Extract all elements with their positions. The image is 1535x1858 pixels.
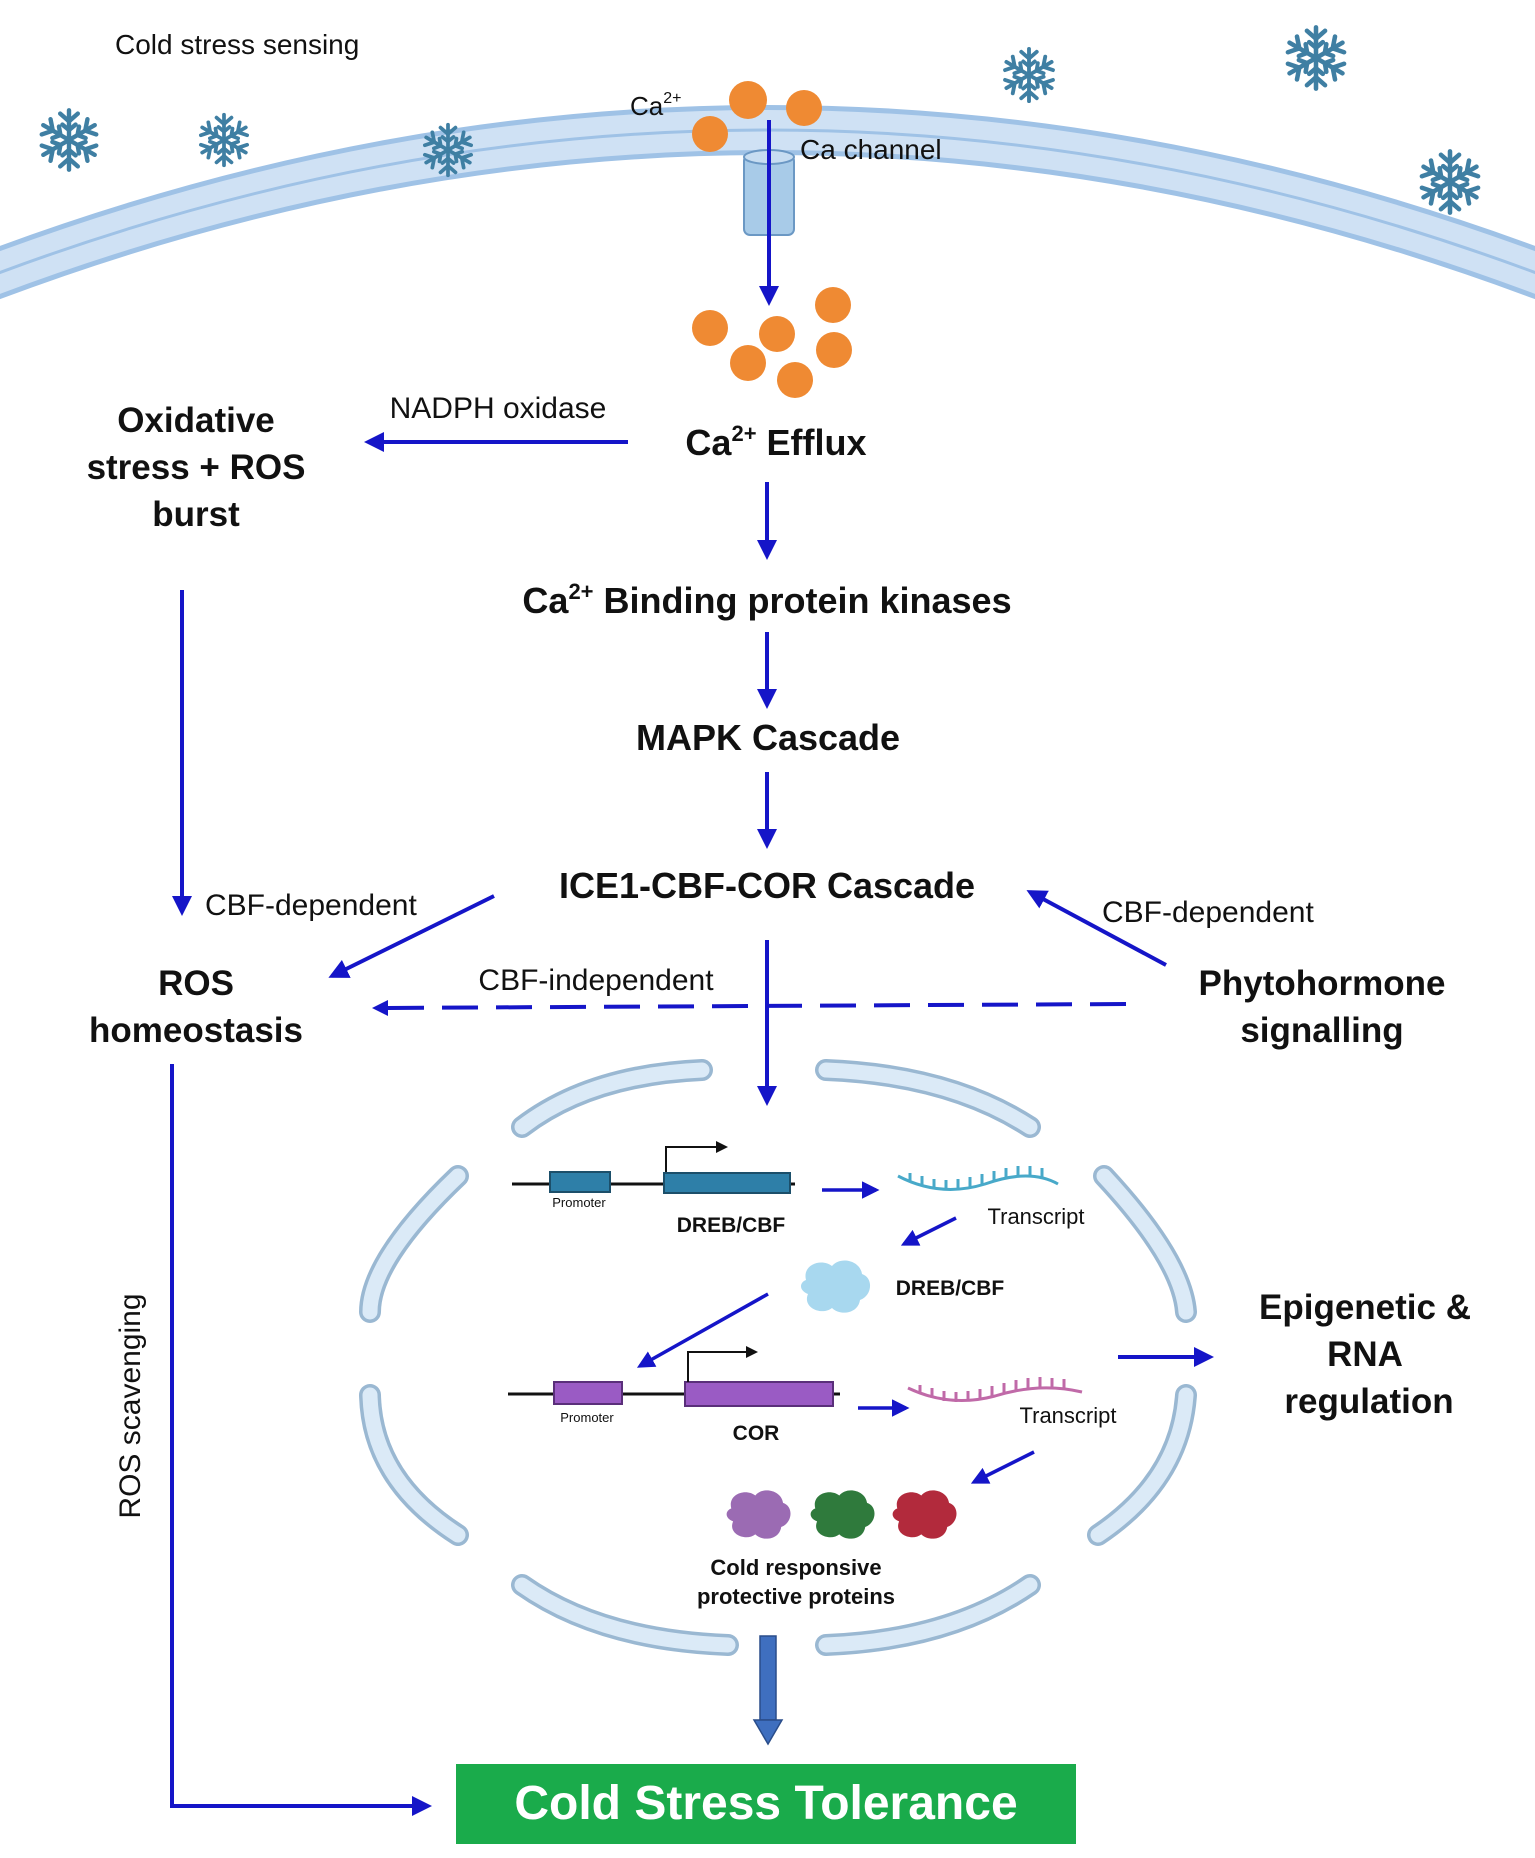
promoter-2-label: Promoter xyxy=(560,1410,614,1425)
phyto-to-ice1-arrow xyxy=(1026,890,1167,967)
dreb-cbf-gene-label: DREB/CBF xyxy=(677,1214,786,1237)
transcript1-to-protein-arrow xyxy=(900,1216,957,1246)
snowflake-icon xyxy=(1003,49,1056,101)
cold-stress-tolerance-box xyxy=(456,1764,1076,1844)
binding-kinases-node: Ca2+ Binding protein kinases xyxy=(522,579,1011,621)
epigenetic-line2: RNA xyxy=(1327,1335,1403,1374)
calcium-ions-outside xyxy=(692,81,822,152)
snowflake-icon xyxy=(1419,151,1481,212)
ros-scavenging-arrow xyxy=(170,1064,432,1816)
dreb-cbf-protein-icon xyxy=(801,1260,871,1313)
oxidative-stress-line1: Oxidative xyxy=(117,401,275,440)
cbf-independent-arrowhead xyxy=(372,1000,388,1016)
protective-proteins-line1: Cold responsive xyxy=(710,1555,881,1580)
transcript-1-label: Transcript xyxy=(988,1204,1085,1229)
snowflake-icon xyxy=(198,115,249,165)
cold-sensing-label: Cold stress sensing xyxy=(115,29,359,60)
cor-gene-label: COR xyxy=(733,1422,780,1445)
cbf-independent-label: CBF-independent xyxy=(478,964,714,997)
dreb-cbf-gene xyxy=(512,1141,795,1194)
snowflake-icon xyxy=(1285,27,1347,88)
transcript2-to-proteins-arrow xyxy=(970,1450,1035,1484)
protective-proteins-line2: protective proteins xyxy=(697,1584,895,1609)
calcium-ions-inside xyxy=(692,287,852,398)
protective-protein-purple-icon xyxy=(726,1490,791,1539)
protective-protein-green-icon xyxy=(810,1490,875,1539)
oxidative-stress-line3: burst xyxy=(152,495,240,534)
cold-stress-tolerance-label: Cold Stress Tolerance xyxy=(514,1777,1017,1830)
snowflake-icon xyxy=(39,110,99,169)
oxidative-stress-line2: stress + ROS xyxy=(87,448,306,487)
transcript-1-icon xyxy=(897,1166,1059,1191)
cbf-dependent-left-label: CBF-dependent xyxy=(205,889,417,922)
nadph-oxidase-label: NADPH oxidase xyxy=(390,392,607,425)
ice1-cbf-cor-node: ICE1-CBF-COR Cascade xyxy=(559,865,975,906)
mapk-cascade-node: MAPK Cascade xyxy=(636,717,900,758)
transcript-2-icon xyxy=(907,1377,1083,1402)
ros-homeostasis-line2: homeostasis xyxy=(89,1011,303,1050)
epigenetic-line3: regulation xyxy=(1284,1382,1453,1421)
ros-scavenging-label: ROS scavenging xyxy=(114,1293,147,1518)
ca-ion-label: Ca2+ xyxy=(630,90,682,121)
epigenetic-line1: Epigenetic & xyxy=(1259,1288,1471,1327)
phytohormone-line1: Phytohormone xyxy=(1199,964,1446,1003)
cbf-independent-dashed-line xyxy=(379,1002,1127,1010)
ice1-to-ros-arrow xyxy=(328,894,495,978)
ca-channel-label: Ca channel xyxy=(800,134,942,165)
proteins-to-tolerance-arrow xyxy=(752,1635,784,1746)
promoter-1-label: Promoter xyxy=(552,1195,606,1210)
ros-homeostasis-line1: ROS xyxy=(158,964,234,1003)
ca-efflux-node: Ca2+ Efflux xyxy=(685,421,866,463)
transcript-2-label: Transcript xyxy=(1020,1403,1117,1428)
nuclear-envelope xyxy=(359,1059,1197,1656)
cor-gene xyxy=(508,1346,840,1407)
phytohormone-line2: signalling xyxy=(1240,1011,1403,1050)
cbf-dependent-right-label: CBF-dependent xyxy=(1102,896,1314,929)
protective-protein-red-icon xyxy=(892,1490,957,1539)
protein-to-cor-arrow xyxy=(636,1292,769,1368)
dreb-cbf-protein-label: DREB/CBF xyxy=(896,1277,1005,1300)
